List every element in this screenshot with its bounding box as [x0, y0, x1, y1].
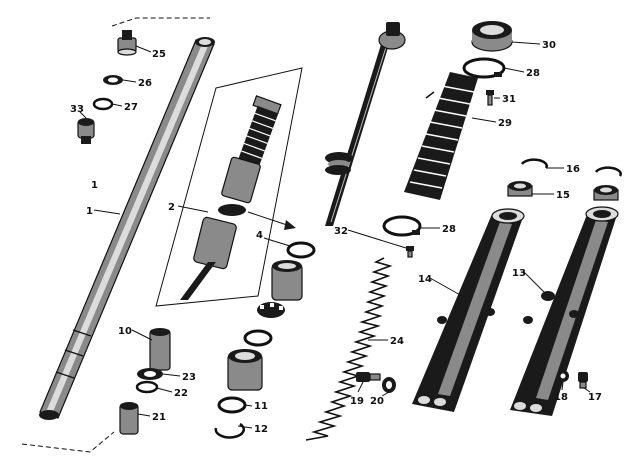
callout-21: 21	[152, 412, 166, 423]
callout-32: 32	[334, 226, 348, 237]
slider-part-13	[510, 206, 619, 416]
spring-part-24	[305, 257, 393, 441]
callout-13: 13	[512, 268, 526, 279]
washer-part-20	[382, 377, 396, 393]
callout-28-lower: 28	[442, 224, 456, 235]
sleeve-part-10	[149, 328, 171, 371]
callout-10: 10	[118, 326, 132, 337]
top-bushing-part-30	[471, 21, 513, 52]
bolt-part-19	[356, 372, 381, 382]
callout-11: 11	[254, 401, 268, 412]
ring-part-22	[135, 380, 159, 394]
gaiter-part-29	[404, 72, 478, 200]
washer-part-18	[557, 370, 569, 382]
callout-12: 12	[254, 424, 268, 435]
clamp-part-28-lower	[382, 215, 422, 237]
seal-part-15-right	[593, 185, 619, 201]
callout-1: 1	[86, 206, 93, 217]
callout-28-upper: 28	[526, 68, 540, 79]
stanchion-bracket	[21, 17, 210, 453]
callout-26: 26	[138, 78, 152, 89]
callout-30: 30	[542, 40, 556, 51]
cap-screw-part-33	[77, 118, 95, 144]
castle-nut	[257, 302, 285, 318]
circlip-part-16-left	[520, 158, 548, 169]
screw-part-32	[406, 246, 414, 258]
callout-18: 18	[554, 392, 568, 403]
callout-22: 22	[174, 388, 188, 399]
damper-rod	[325, 22, 406, 226]
callout-19: 19	[350, 396, 364, 407]
seal-part-15-left	[507, 181, 533, 197]
top-nut-part-25	[117, 30, 137, 56]
slider-part-14	[412, 208, 525, 412]
callout-27: 27	[124, 102, 138, 113]
seal-ring	[243, 329, 273, 347]
callout-14: 14	[418, 274, 432, 285]
damper-assembly-part-2	[155, 67, 303, 307]
callout-4: 4	[256, 230, 263, 241]
callout-29: 29	[498, 118, 512, 129]
leader-lines	[79, 41, 591, 429]
callout-1-upper: 1	[91, 180, 98, 191]
callout-33: 33	[70, 104, 84, 115]
circlip-part-12	[214, 422, 245, 439]
screw-part-31	[486, 90, 494, 106]
callout-23: 23	[182, 372, 196, 383]
bolt-part-17	[578, 372, 588, 389]
assembly-arrow	[247, 211, 296, 230]
callout-31: 31	[502, 94, 516, 105]
callout-20: 20	[370, 396, 384, 407]
washer-part-26	[103, 75, 123, 85]
bushing-upper	[271, 260, 303, 301]
ring-part-4	[286, 241, 316, 259]
callout-labels: 1 1 2 4 10 11 12 13 14 15 16 17 18 19 20…	[70, 40, 602, 435]
stanchion-tube-part-1	[39, 37, 215, 420]
callout-25: 25	[152, 49, 166, 60]
washer-part-23	[137, 368, 163, 380]
callout-16: 16	[566, 164, 580, 175]
bolt-part-21	[119, 402, 139, 435]
callout-2: 2	[168, 202, 175, 213]
circlip-part-16-right	[594, 166, 622, 177]
callout-17: 17	[588, 392, 602, 403]
callout-15: 15	[556, 190, 570, 201]
callout-24: 24	[390, 336, 404, 347]
bushing-lower	[227, 349, 263, 391]
